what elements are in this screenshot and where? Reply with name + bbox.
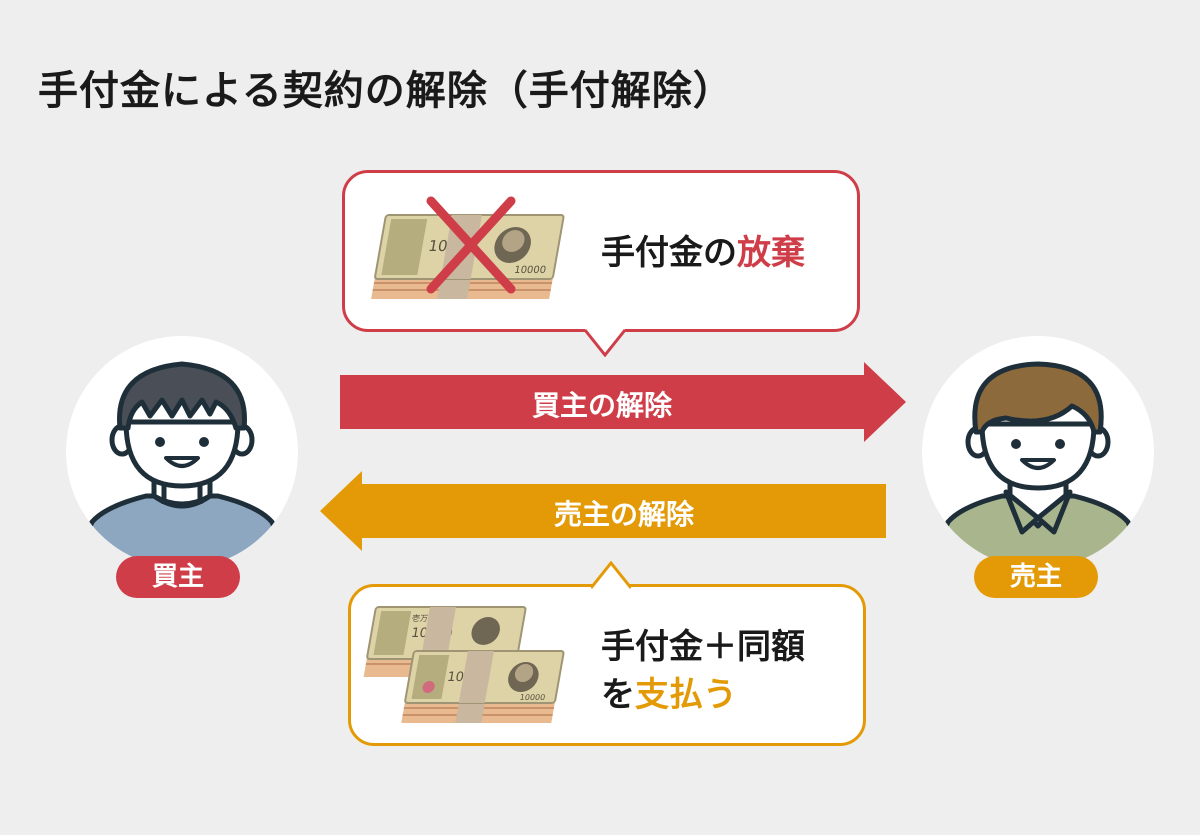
buyer-cancellation-arrow	[340, 362, 906, 442]
forfeit-accent: 放棄	[737, 233, 805, 273]
payment-text: 手付金＋同額 を支払う	[601, 623, 805, 719]
banknote-header-text: 壱万円	[411, 613, 437, 623]
buyer-badge: 買主	[116, 556, 240, 598]
payment-text-line2: を支払う	[601, 675, 737, 715]
buyer-avatar	[66, 336, 298, 568]
cross-icon	[426, 196, 516, 294]
banknote-bundle-crossed-icon: 10000 10000	[371, 196, 565, 299]
forfeit-bubble: 10000 10000 手付金の放棄	[342, 170, 860, 357]
payment-bubble: 壱万円 10000 10000 10000 手付金＋同額 を支払う	[348, 561, 866, 746]
seller-arrow-label: 売主の解除	[553, 498, 694, 531]
payment-accent: 支払う	[635, 675, 737, 715]
seller-avatar	[922, 336, 1154, 568]
buyer-arrow-label: 買主の解除	[531, 389, 672, 422]
page-title: 手付金による契約の解除（手付解除）	[38, 68, 734, 114]
seller-badge: 売主	[974, 556, 1098, 598]
bubble-tail-up	[591, 561, 631, 589]
bubble-tail-down	[585, 329, 625, 357]
seller-cancellation-arrow	[320, 471, 886, 551]
banknote-value-small-text: 10000	[513, 265, 547, 276]
forfeit-text: 手付金の放棄	[601, 233, 805, 273]
payment-text-line1: 手付金＋同額	[601, 627, 805, 667]
banknote-value-small-text: 10000	[519, 693, 546, 702]
double-banknote-bundle-icon: 壱万円 10000 10000 10000	[363, 606, 565, 723]
